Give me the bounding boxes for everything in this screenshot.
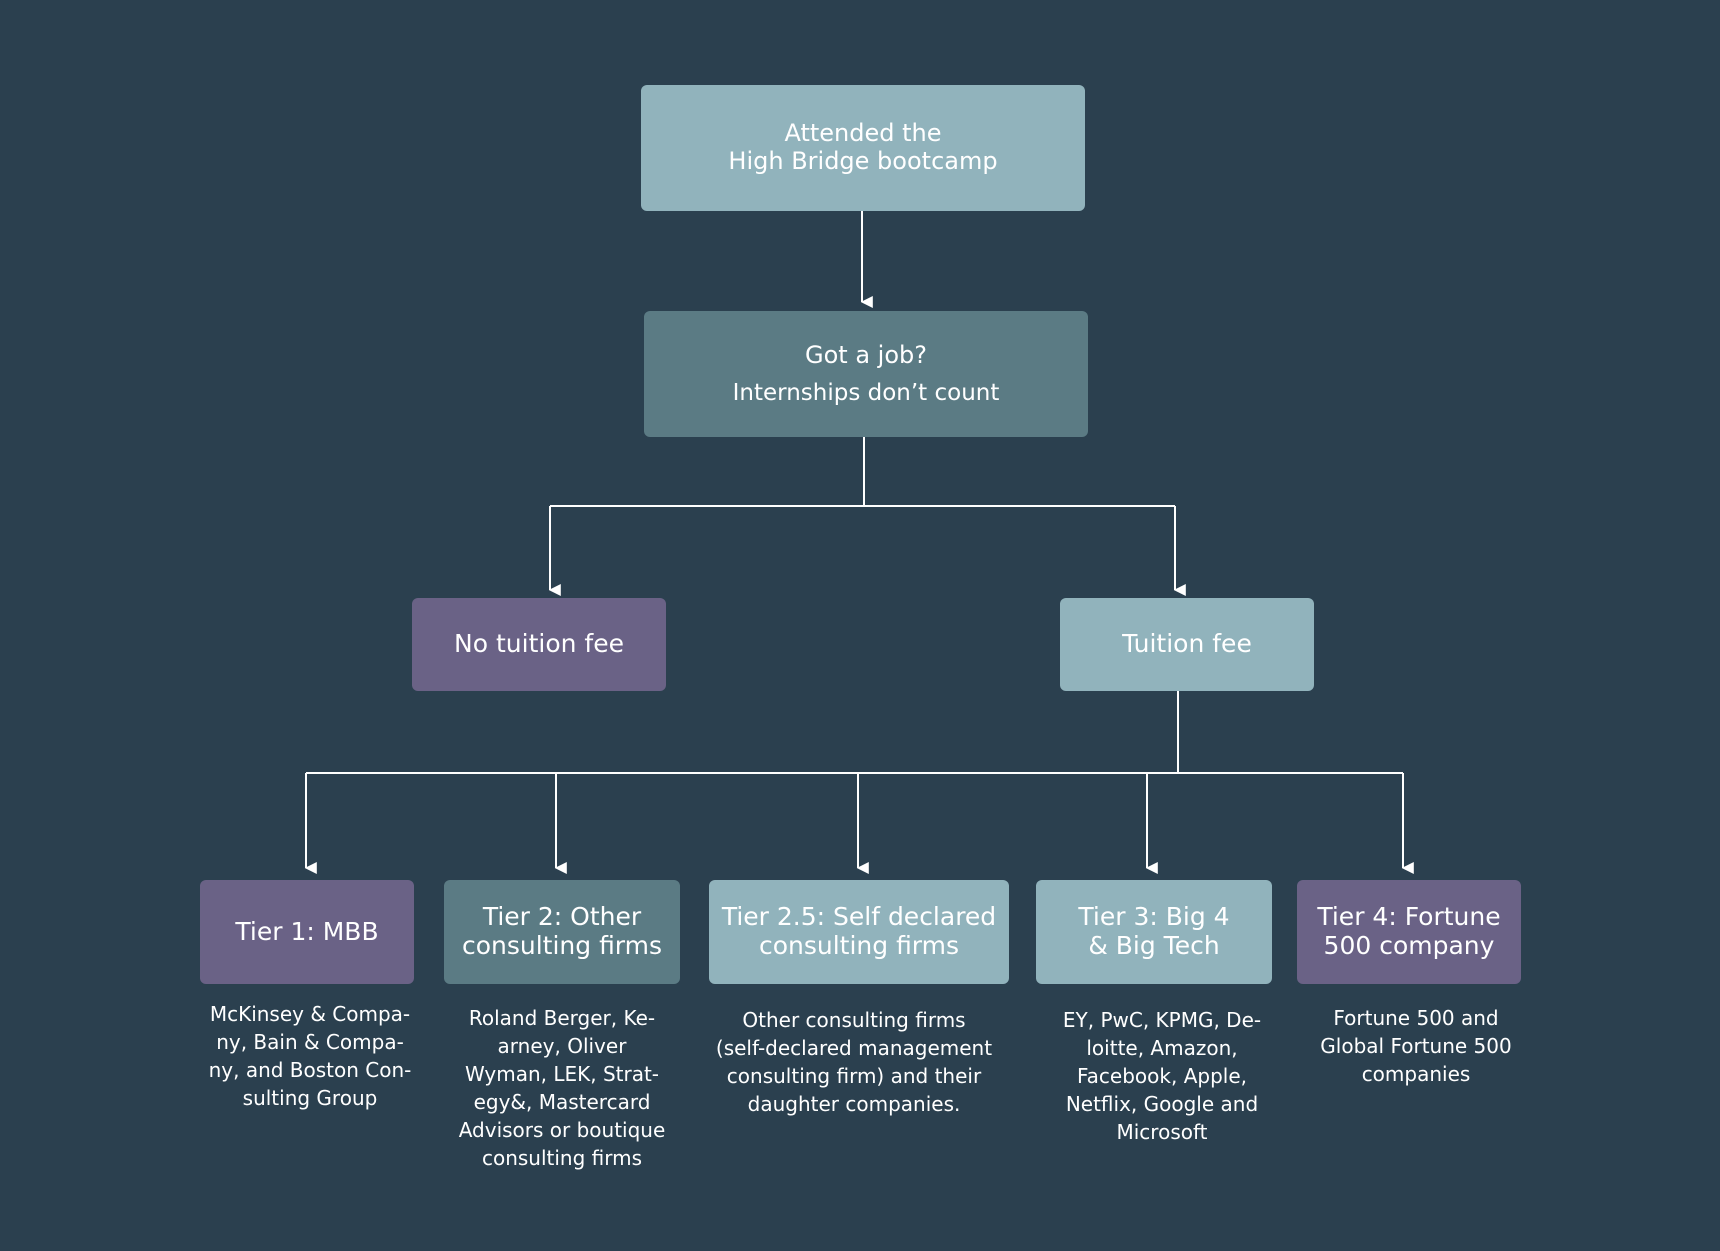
tier-2-description: Roland Berger, Ke- arney, Oliver Wyman, … <box>458 1006 666 1170</box>
tier-1-label: Tier 1: MBB <box>235 916 379 946</box>
question-title: Got a job? <box>805 340 927 369</box>
branch-left-label: No tuition fee <box>454 629 624 659</box>
root-node-attended-bootcamp: Attended the High Bridge bootcamp <box>641 85 1085 211</box>
tier-3-label: Tier 3: Big 4 & Big Tech <box>1078 902 1230 960</box>
branch-right-label: Tuition fee <box>1122 629 1252 659</box>
tier-node-2: Tier 2: Other consulting firms <box>444 880 680 984</box>
tier-2-5-label: Tier 2.5: Self declared consulting firms <box>721 902 997 960</box>
question-subtitle: Internships don’t count <box>732 379 1000 406</box>
tier-3-description: EY, PwC, KPMG, De- loitte, Amazon, Faceb… <box>1062 1008 1262 1144</box>
tier-node-2-5: Tier 2.5: Self declared consulting firms <box>709 880 1009 984</box>
tier-node-3: Tier 3: Big 4 & Big Tech <box>1036 880 1272 984</box>
tier-4-description: Fortune 500 and Global Fortune 500 compa… <box>1320 1006 1512 1086</box>
question-node-got-a-job: Got a job? Internships don’t count <box>644 311 1088 437</box>
tier-node-4: Tier 4: Fortune 500 company <box>1297 880 1521 984</box>
tier-1-description: McKinsey & Compa- ny, Bain & Compa- ny, … <box>208 1002 412 1110</box>
branch-node-no-tuition-fee: No tuition fee <box>412 598 666 691</box>
branch-node-tuition-fee: Tuition fee <box>1060 598 1314 691</box>
tier-2-label: Tier 2: Other consulting firms <box>461 902 663 960</box>
tier-2-5-description: Other consulting firms (self-declared ma… <box>715 1008 993 1116</box>
root-node-label: Attended the High Bridge bootcamp <box>728 119 998 175</box>
tier-4-label: Tier 4: Fortune 500 company <box>1317 902 1501 960</box>
tier-node-1: Tier 1: MBB <box>200 880 414 984</box>
